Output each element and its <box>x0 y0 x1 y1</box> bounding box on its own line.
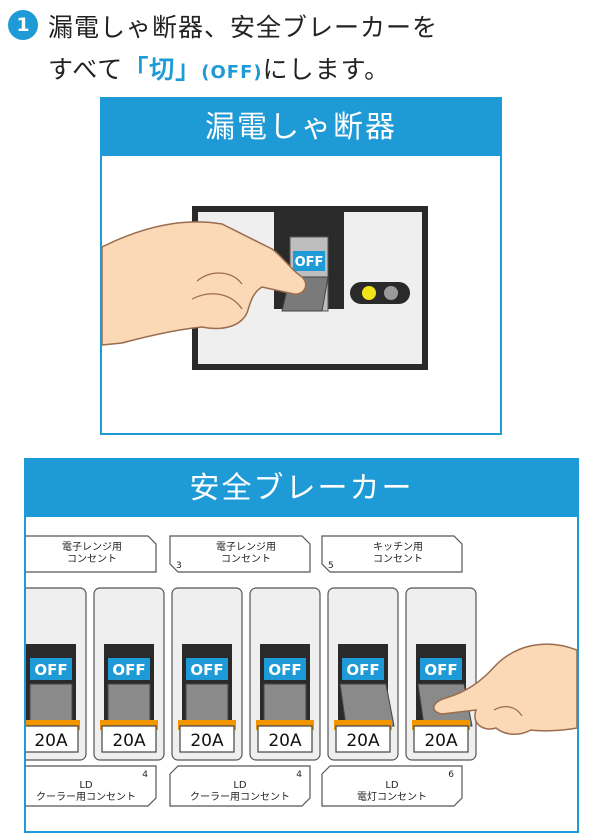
breaker-stripe <box>26 720 80 730</box>
instruction-line-2: すべて「切」(OFF)にします。 <box>48 50 390 86</box>
indicator-yellow <box>362 286 376 300</box>
breaker-state-label: OFF <box>268 661 301 679</box>
earth-leakage-breaker-title: 漏電しゃ断器 <box>102 99 500 156</box>
breaker-state-label: OFF <box>112 661 145 679</box>
breaker-stripe <box>412 720 470 730</box>
top-label-tag <box>26 535 157 573</box>
top-label-text: キッチン用コンセント <box>373 541 423 565</box>
instruction-line-2-post: にします。 <box>262 55 391 84</box>
breaker-rating-box <box>179 725 235 753</box>
instruction-line-2-pre: すべて <box>48 55 124 84</box>
indicator-bar <box>350 282 410 304</box>
breaker-stripe <box>256 720 314 730</box>
breaker-lever <box>107 683 151 725</box>
hand-illustration <box>433 643 577 735</box>
breaker-off-label-bg <box>30 658 72 680</box>
earth-leakage-breaker-illustration: OFF <box>102 206 428 370</box>
breaker-off-label-bg <box>420 658 462 680</box>
bottom-label-number: 4 <box>296 770 302 780</box>
breaker-stripe <box>178 720 236 730</box>
breaker-off-label-bg <box>108 658 150 680</box>
bottom-label-tag <box>169 765 311 807</box>
breaker-off-label-bg <box>186 658 228 680</box>
earth-leakage-breaker-panel: 漏電しゃ断器 OFF <box>100 97 502 435</box>
breaker-stripe <box>334 720 392 730</box>
breaker-state-label: OFF <box>424 661 457 679</box>
breaker-rating: 20A <box>346 731 380 751</box>
breaker-rating: 20A <box>190 731 224 751</box>
breaker-rating-box <box>413 725 469 753</box>
bottom-label-tag <box>321 765 463 807</box>
breaker-lever <box>339 683 395 727</box>
switch-off-label-bg <box>293 251 325 271</box>
bottom-label-number: 6 <box>448 770 454 780</box>
indicator-gray <box>384 286 398 300</box>
off-emphasis: 「切」 <box>123 55 202 84</box>
breaker-rating-box <box>335 725 391 753</box>
breaker-rating-box <box>257 725 313 753</box>
step-number-badge: 1 <box>8 10 38 40</box>
breaker-lever <box>29 683 73 725</box>
hand-illustration <box>102 221 307 346</box>
top-label-text: 電子レンジ用コンセント <box>216 541 276 565</box>
top-label-tag <box>321 535 463 573</box>
breaker-stripe <box>100 720 158 730</box>
instruction-line-1: 漏電しゃ断器、安全ブレーカーを <box>48 13 439 42</box>
top-label-number: 5 <box>328 561 334 571</box>
breaker-lever <box>263 683 307 725</box>
breaker-rating: 20A <box>424 731 458 751</box>
breaker-state-label: OFF <box>346 661 379 679</box>
breaker-state-label: OFF <box>34 661 67 679</box>
breaker-off-label-bg <box>264 658 306 680</box>
breaker-rating: 20A <box>112 731 146 751</box>
breaker-rating-box <box>101 725 157 753</box>
breaker-off-label-bg <box>342 658 384 680</box>
bottom-label-tag <box>26 765 157 807</box>
top-label-text: 電子レンジ用コンセント <box>62 541 122 565</box>
top-label-tag <box>169 535 311 573</box>
top-label-number: 3 <box>176 561 182 571</box>
breaker-rating-box <box>26 725 79 753</box>
breaker-rating: 20A <box>268 731 302 751</box>
safety-breaker-title: 安全ブレーカー <box>26 460 577 517</box>
hand-thumb-line <box>196 272 243 285</box>
bottom-label-number: 4 <box>142 770 148 780</box>
switch-off-label: OFF <box>295 255 324 270</box>
breaker-rating: 20A <box>34 731 68 751</box>
off-parenthetical: (OFF) <box>201 62 263 83</box>
safety-breaker-panel: 安全ブレーカー 電子レンジ用コンセント 電子レンジ用コンセント 3 キッチン用コンセン… <box>24 458 579 833</box>
hand-knuckle-line <box>493 706 523 717</box>
breaker-state-label: OFF <box>190 661 223 679</box>
hand-knuckle-line <box>191 293 243 310</box>
breaker-lever <box>185 683 229 725</box>
